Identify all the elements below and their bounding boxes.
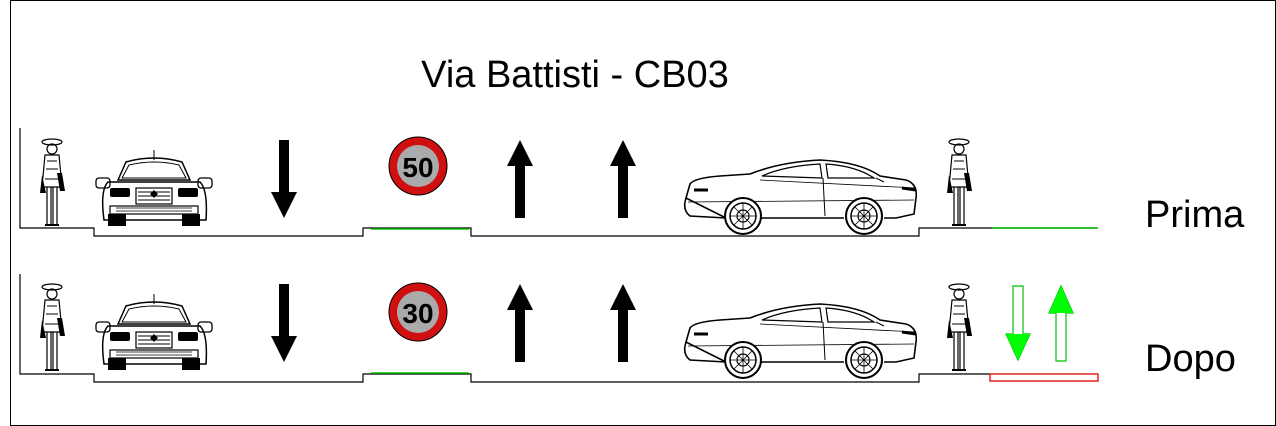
down-arrow-icon bbox=[271, 140, 297, 218]
up-arrow-icon bbox=[610, 284, 636, 362]
car-side-icon bbox=[683, 158, 918, 236]
car-side-icon bbox=[683, 302, 918, 380]
road-profile bbox=[19, 128, 1098, 237]
bike-arrow-up-icon bbox=[1049, 286, 1073, 313]
speed-limit-value: 50 bbox=[402, 152, 433, 183]
bike-arrow-down-icon bbox=[1006, 334, 1030, 360]
up-arrow-icon bbox=[507, 284, 533, 362]
up-arrow-icon bbox=[610, 140, 636, 218]
up-arrow-icon bbox=[507, 140, 533, 218]
speed-limit-value: 30 bbox=[402, 298, 433, 329]
car-front-icon bbox=[95, 293, 213, 371]
diagram-title: Via Battisti - CB03 bbox=[421, 54, 729, 96]
down-arrow-icon bbox=[271, 284, 297, 362]
pedestrian-icon bbox=[39, 283, 66, 371]
pedestrian-icon bbox=[946, 283, 973, 371]
bike-lane bbox=[989, 373, 1099, 382]
row-label-prima: Prima bbox=[1145, 194, 1245, 236]
speed-limit-sign: 50 bbox=[388, 136, 448, 196]
row-label-dopo: Dopo bbox=[1145, 338, 1236, 380]
cross-section-prima: 50 bbox=[19, 128, 1098, 237]
cross-section-dopo: 30 bbox=[19, 274, 1099, 383]
pedestrian-icon bbox=[39, 138, 66, 226]
car-front-icon bbox=[95, 149, 213, 227]
speed-limit-sign: 30 bbox=[388, 282, 448, 342]
road-profile bbox=[19, 274, 990, 383]
pedestrian-icon bbox=[946, 138, 973, 226]
